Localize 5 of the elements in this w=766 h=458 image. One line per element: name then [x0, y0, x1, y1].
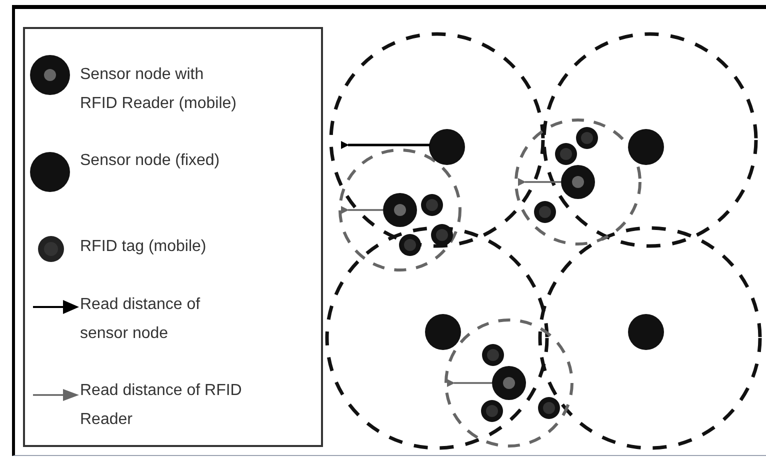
legend-label: Read distance of RFID Reader — [80, 381, 243, 430]
legend-label: Sensor node (fixed) — [80, 151, 221, 171]
legend-label: Read distance of sensor node — [80, 295, 202, 344]
legend-label: RFID tag (mobile) — [80, 237, 208, 257]
legend-label: Sensor node with RFID Reader (mobile) — [80, 65, 238, 114]
